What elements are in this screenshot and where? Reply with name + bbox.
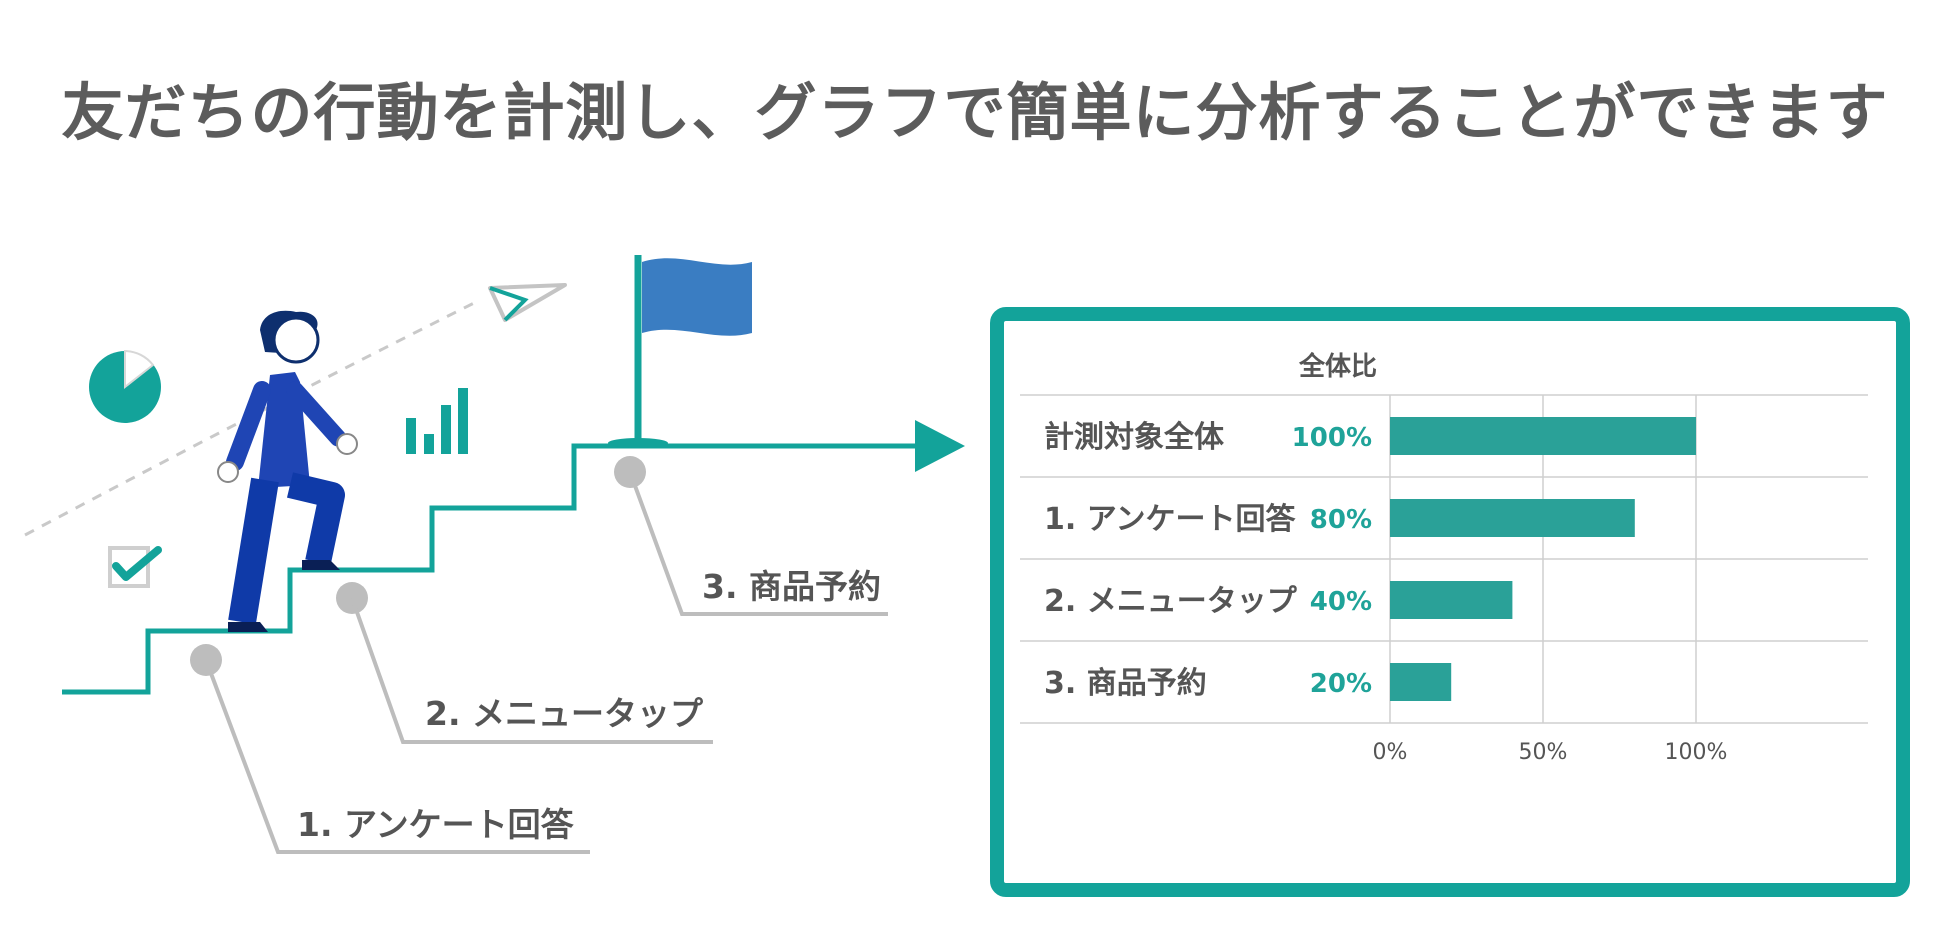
step-label-2: 2. メニュータップ <box>425 694 704 733</box>
step-callout-2: 2. メニュータップ <box>336 582 713 744</box>
trajectory-dashed-line <box>24 298 481 537</box>
step-label-3: 3. 商品予約 <box>702 567 881 606</box>
x-tick-label: 50% <box>1519 740 1568 765</box>
bar <box>1390 417 1696 455</box>
bar-chart-icon <box>406 388 468 454</box>
flag-icon <box>608 255 752 448</box>
step-callout-3: 3. 商品予約 <box>614 456 888 616</box>
bar-chart: 全体比 0% 50% 100% 計測対象全体 100% 1. アンケート回答 80% 2. メニ… <box>1020 351 1868 765</box>
x-tick-label: 0% <box>1373 740 1408 765</box>
step-callout-1: 1. アンケート回答 <box>190 644 590 854</box>
bar <box>1390 499 1635 537</box>
bar <box>1390 581 1513 619</box>
chart-column-title: 全体比 <box>1298 351 1377 382</box>
x-tick-label: 100% <box>1665 740 1728 765</box>
page-title: 友だちの行動を計測し、グラフで簡単に分析することができます <box>61 76 1889 149</box>
bar <box>1390 663 1452 701</box>
row-label: 1. アンケート回答 <box>1044 502 1297 537</box>
row-label: 2. メニュータップ <box>1044 584 1298 619</box>
value-label: 40% <box>1310 587 1372 617</box>
row-label: 3. 商品予約 <box>1044 666 1207 701</box>
person-icon <box>217 310 358 632</box>
pie-chart-icon <box>89 349 161 423</box>
value-label: 80% <box>1310 505 1372 535</box>
journey-illustration: 1. アンケート回答 2. メニュータップ 3. 商品予約 <box>24 255 965 854</box>
paper-plane-icon <box>488 283 567 322</box>
arrow-icon <box>915 420 965 472</box>
checkbox-icon <box>108 546 162 588</box>
value-label: 100% <box>1292 423 1372 453</box>
row-label: 計測対象全体 <box>1044 420 1225 455</box>
step-label-1: 1. アンケート回答 <box>297 805 575 844</box>
analysis-chart-panel: 全体比 0% 50% 100% 計測対象全体 100% 1. アンケート回答 80% 2. メニ… <box>990 307 1910 897</box>
stairs-line <box>62 443 930 695</box>
value-label: 20% <box>1310 669 1372 699</box>
